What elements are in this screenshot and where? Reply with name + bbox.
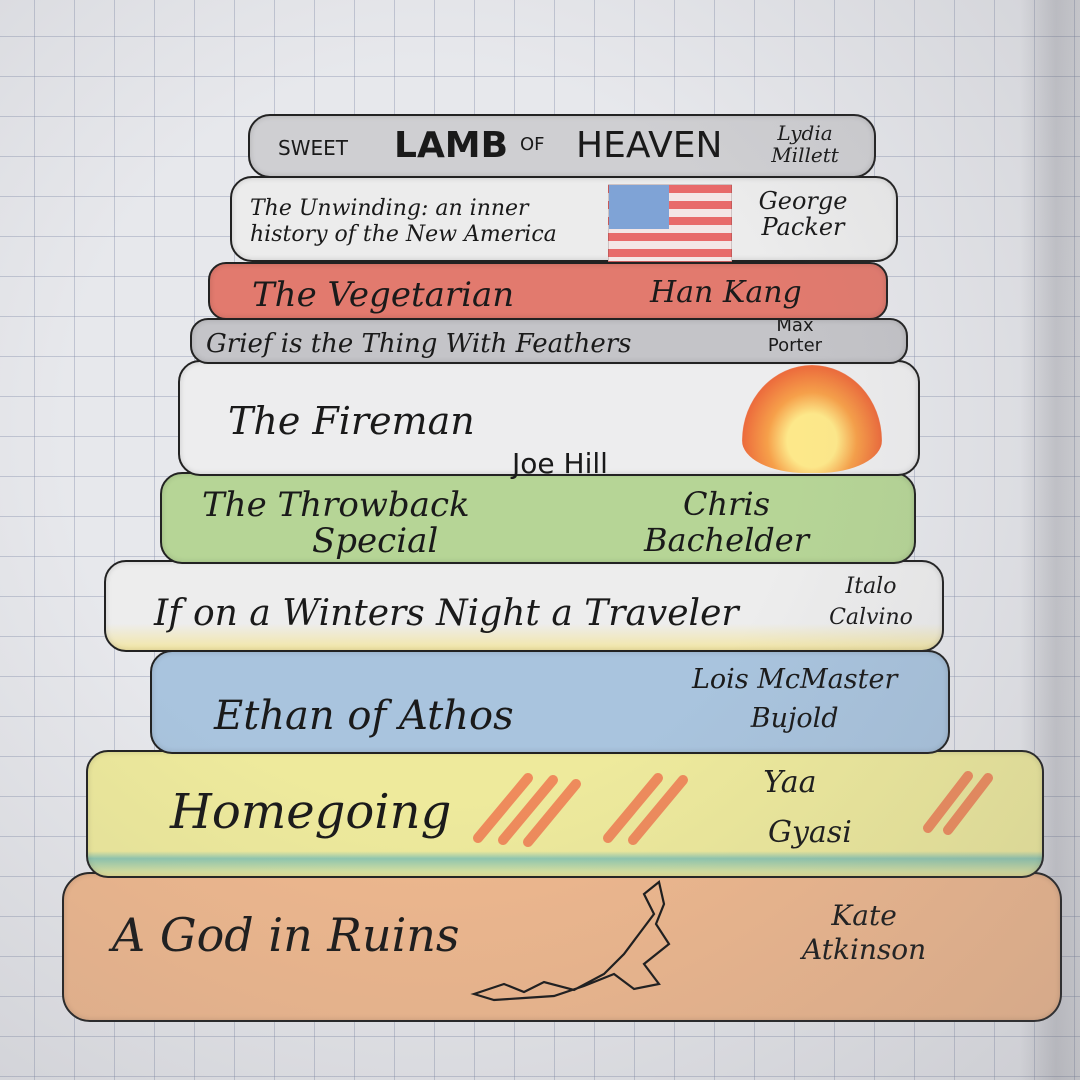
- book-title: Grief is the Thing With Feathers: [206, 329, 632, 359]
- book-god-in-ruins: A God in Ruins Kate Atkinson: [62, 872, 1062, 1022]
- book-author: George Packer: [758, 187, 848, 242]
- book-author: Yaa Gyasi: [728, 768, 852, 848]
- book-author: Joe Hill: [512, 447, 608, 480]
- author-line: Kate: [831, 899, 897, 932]
- author-line: Chris: [682, 485, 771, 523]
- book-title: Ethan of Athos: [214, 693, 514, 739]
- title-line: Special: [312, 521, 439, 561]
- book-unwinding: The Unwinding: an inner history of the N…: [230, 176, 898, 262]
- book-ethan-of-athos: Ethan of Athos Lois McMaster Bujold: [150, 650, 950, 754]
- book-title: The Fireman: [228, 399, 475, 443]
- book-author: Kate Atkinson: [802, 902, 926, 964]
- author-line: Gyasi: [768, 815, 852, 850]
- book-title: A God in Ruins: [112, 908, 460, 962]
- author-line: Bachelder: [644, 521, 810, 559]
- book-author: Lydia Millett: [771, 121, 839, 167]
- book-title-part: SWEET: [278, 136, 348, 160]
- book-author: Max Porter: [767, 315, 823, 356]
- book-sweet-lamb: SWEET LAMB OF HEAVEN Lydia Millett: [248, 114, 876, 178]
- american-flag-icon: [608, 184, 732, 262]
- author-line: Yaa: [763, 765, 817, 800]
- book-title: If on a Winters Night a Traveler: [154, 593, 739, 634]
- book-grief-feathers: Grief is the Thing With Feathers Max Por…: [190, 315, 908, 364]
- orange-streaks: [473, 771, 993, 847]
- book-title: The Vegetarian: [252, 275, 515, 315]
- book-throwback-special: The Throwback Special Chris Bachelder: [160, 472, 916, 564]
- book-title: The Throwback Special: [202, 488, 470, 558]
- book-title: Homegoing: [170, 784, 452, 840]
- author-line: Atkinson: [802, 933, 927, 966]
- book-winters-night: If on a Winters Night a Traveler Italo C…: [104, 560, 944, 652]
- book-title: The Unwinding: an inner history of the N…: [250, 196, 557, 248]
- author-line: Bujold: [750, 703, 839, 734]
- author-line: Lois McMaster: [692, 664, 898, 695]
- book-title-part: OF: [520, 134, 545, 155]
- book-homegoing: Homegoing Yaa Gyasi: [86, 750, 1044, 878]
- title-line: The Throwback: [202, 485, 470, 525]
- book-vegetarian: The Vegetarian Han Kang: [208, 262, 888, 320]
- book-author: Italo Calvino: [829, 574, 913, 630]
- bird-icon: [470, 880, 671, 1002]
- book-author: Han Kang: [650, 275, 802, 310]
- book-author: Lois McMaster Bujold: [692, 666, 897, 732]
- book-title-part: LAMB: [394, 125, 509, 166]
- book-author: Chris Bachelder: [644, 488, 809, 556]
- book-title-part: HEAVEN: [576, 125, 723, 166]
